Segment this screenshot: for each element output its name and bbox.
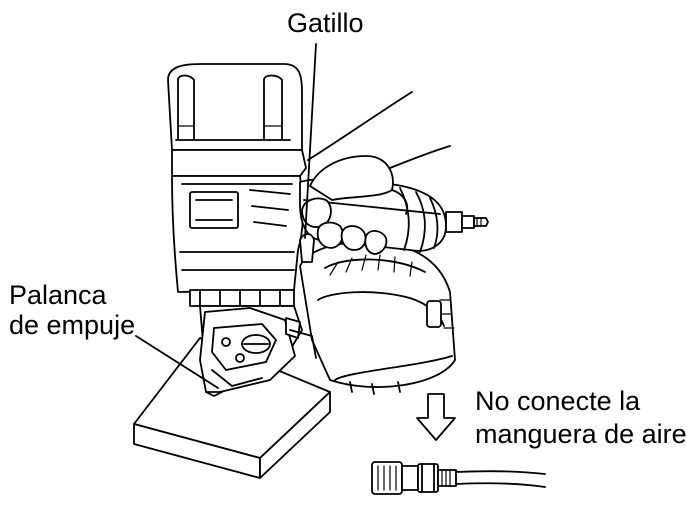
warning-label-line1: No conecte la [475, 386, 641, 416]
push-lever-label-line1: Palanca [9, 280, 108, 310]
air-hose-coupler [371, 461, 457, 495]
air-inlet-fitting [445, 211, 489, 233]
down-arrow-icon [416, 393, 456, 441]
trigger [299, 233, 315, 263]
warning-label-line2: manguera de aire [475, 419, 687, 449]
push-lever-leader-line [135, 335, 219, 389]
wood-board [133, 337, 331, 479]
push-lever-assembly [199, 307, 317, 397]
coil-magazine [299, 241, 456, 395]
trigger-label: Gatillo [287, 8, 364, 38]
push-lever-label-line2: de empuje [9, 310, 135, 340]
trigger-leader-line [304, 43, 317, 239]
operator-hand [301, 91, 451, 255]
air-hose [455, 470, 546, 488]
